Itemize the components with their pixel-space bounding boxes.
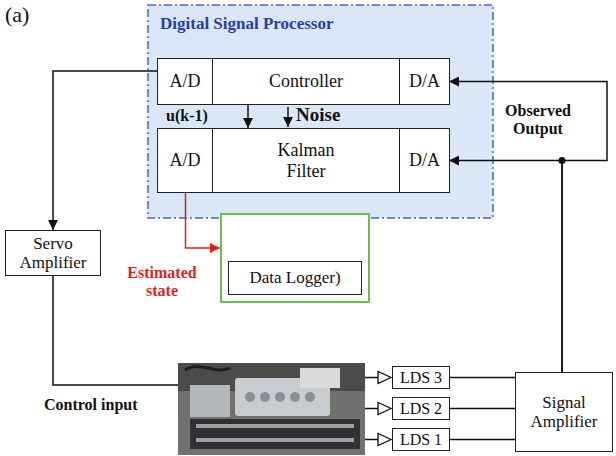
sensor-box: LDS 3 (392, 366, 450, 389)
controller-box: Controller A/D D/A (157, 58, 450, 105)
processor-region (148, 5, 493, 218)
converter-cell: A/D (158, 59, 213, 104)
converter-cell: A/D (158, 129, 213, 192)
converter-cell: D/A (399, 129, 449, 192)
hole (305, 392, 315, 402)
box-label: Servo Amplifier (11, 234, 95, 272)
box-label: D/A (409, 150, 440, 171)
estimate-wire (186, 192, 221, 248)
sensor-symbol (378, 434, 391, 446)
sensor-symbol (378, 372, 391, 384)
label-holder: (a) (5, 3, 29, 27)
label-holder: Noise (296, 105, 340, 124)
hole (245, 392, 255, 402)
sensor-box: LDS 1 (392, 428, 450, 451)
sensor-mount (300, 368, 340, 388)
label-holder: Observed Output (497, 102, 579, 137)
sensor-lead (365, 377, 378, 379)
signal-wire (53, 71, 158, 230)
junction-dot (559, 157, 566, 164)
sensor-lead (365, 408, 378, 410)
signal-wire (450, 439, 515, 441)
box-label: LDS 3 (400, 369, 442, 387)
hole (275, 392, 285, 402)
signal-wire (449, 161, 562, 373)
sensor-box: LDS 2 (392, 397, 450, 420)
label-holder: Estimated state (112, 264, 212, 299)
converter-cell: D/A (399, 59, 449, 104)
hole (260, 392, 270, 402)
logger-box: Data Logger) (220, 213, 370, 303)
label-holder: u(k-1) (166, 108, 208, 124)
box-label: A/D (170, 150, 201, 171)
signal-wire (247, 105, 249, 128)
box-label: D/A (409, 71, 440, 92)
rail-base (190, 419, 360, 449)
signal-name: u(k-1) (166, 108, 208, 124)
figure-tag: (a) (5, 3, 29, 27)
box-label: A/D (170, 71, 201, 92)
signal-name: Control input (44, 396, 138, 414)
stage-photo (178, 363, 365, 455)
amplifier-box: Servo Amplifier (5, 230, 101, 276)
label-holder: Control input (44, 396, 138, 414)
signal-name: Noise (296, 105, 340, 124)
sensor-lead (365, 439, 378, 441)
filter-box: Kalman Filter A/D D/A (157, 128, 450, 193)
motor-block (190, 385, 230, 417)
rail (196, 438, 354, 442)
box-label: LDS 1 (400, 431, 442, 449)
panel-heading: Digital Signal Processor (160, 14, 481, 34)
box-label: Controller (269, 71, 343, 92)
box-label: Data Logger) (228, 261, 362, 295)
signal-name: Estimated state (112, 264, 212, 299)
box-label: Kalman Filter (261, 140, 351, 181)
signal-wire (450, 377, 515, 379)
photo-ground (178, 363, 365, 455)
sensor-symbol (378, 403, 391, 415)
cable (185, 366, 230, 370)
rail (196, 424, 354, 428)
amplifier-box: Signal Amplifier (515, 372, 613, 452)
box-label: LDS 2 (400, 400, 442, 418)
box-label: Signal Amplifier (521, 393, 607, 431)
signal-wire (450, 408, 515, 410)
hole (290, 392, 300, 402)
noise-arrow (287, 107, 289, 127)
signal-wire (449, 82, 607, 373)
signal-name: Observed Output (497, 102, 579, 137)
